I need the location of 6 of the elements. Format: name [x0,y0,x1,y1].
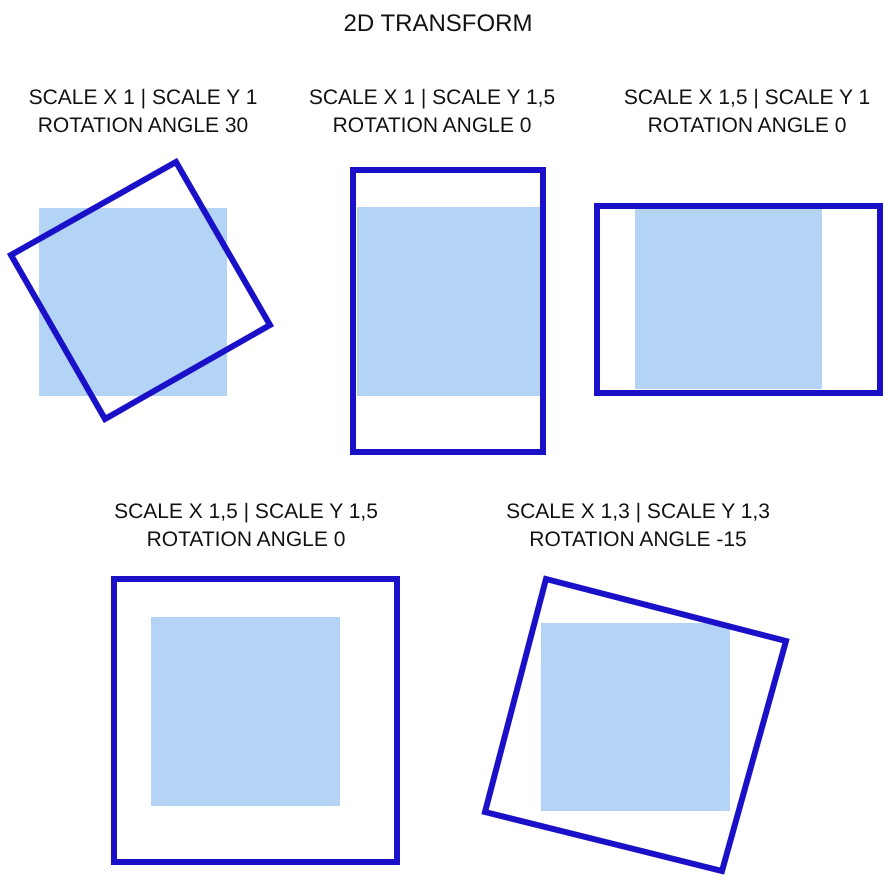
title: 2D TRANSFORM [344,10,532,38]
caption-text: SCALE X 1 | SCALE Y 1 ROTATION ANGLE 30 [28,85,258,139]
caption-text: SCALE X 1,3 | SCALE Y 1,3 ROTATION ANGLE -15 [505,499,771,553]
caption-text: SCALE X 1,5 | SCALE Y 1,5 ROTATION ANGLE 0 [113,499,379,553]
caption-text: SCALE X 1,5 | SCALE Y 1 ROTATION ANGLE 0 [622,85,872,139]
caption-text: SCALE X 1 | SCALE Y 1,5 ROTATION ANGLE 0 [308,85,556,139]
